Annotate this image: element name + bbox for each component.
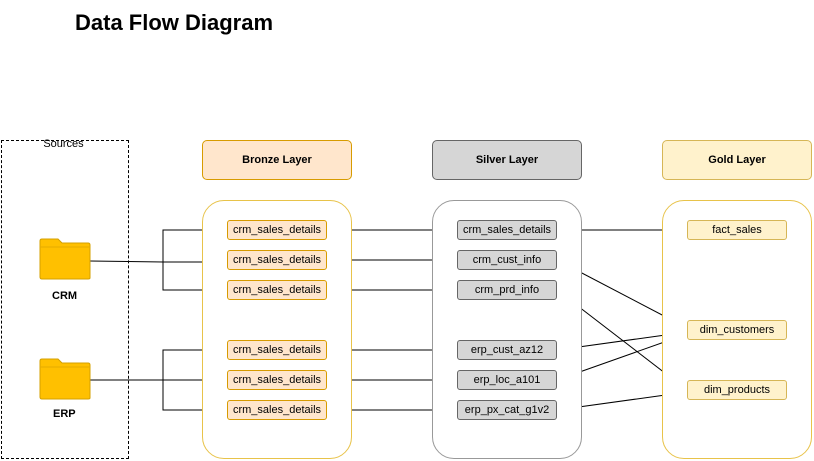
page-title: Data Flow Diagram [75,10,274,35]
silver-node-erp-cust-az12[interactable]: erp_cust_az12 [457,340,557,360]
sources-label: Sources [43,138,84,150]
erp-folder-icon [39,358,91,400]
silver-layer-header: Silver Layer [432,140,582,180]
bronze-node[interactable]: crm_sales_details [227,400,327,420]
silver-node-crm-prd-info[interactable]: crm_prd_info [457,280,557,300]
silver-node-erp-loc-a101[interactable]: erp_loc_a101 [457,370,557,390]
erp-label: ERP [53,408,76,420]
arrow-erp-to-bronze-1 [90,346,228,381]
bronze-node[interactable]: crm_sales_details [227,250,327,270]
crm-folder-icon [39,238,91,280]
bronze-node[interactable]: crm_sales_details [227,220,327,240]
bronze-node[interactable]: crm_sales_details [227,280,327,300]
crm-label: CRM [52,290,78,302]
gold-node-dim-products[interactable]: dim_products [687,380,787,400]
bronze-node[interactable]: crm_sales_details [227,340,327,360]
silver-node-crm-cust-info[interactable]: crm_cust_info [457,250,557,270]
arrow-crm-to-bronze-1 [89,226,228,263]
sources-container [1,140,129,459]
gold-node-fact-sales[interactable]: fact_sales [687,220,787,240]
gold-node-dim-customers[interactable]: dim_customers [687,320,787,340]
gold-layer-header: Gold Layer [662,140,812,180]
silver-node-erp-px-cat-g1v2[interactable]: erp_px_cat_g1v2 [457,400,557,420]
silver-node-crm-sales-details[interactable]: crm_sales_details [457,220,557,240]
bronze-node[interactable]: crm_sales_details [227,370,327,390]
bronze-layer-header: Bronze Layer [202,140,352,180]
